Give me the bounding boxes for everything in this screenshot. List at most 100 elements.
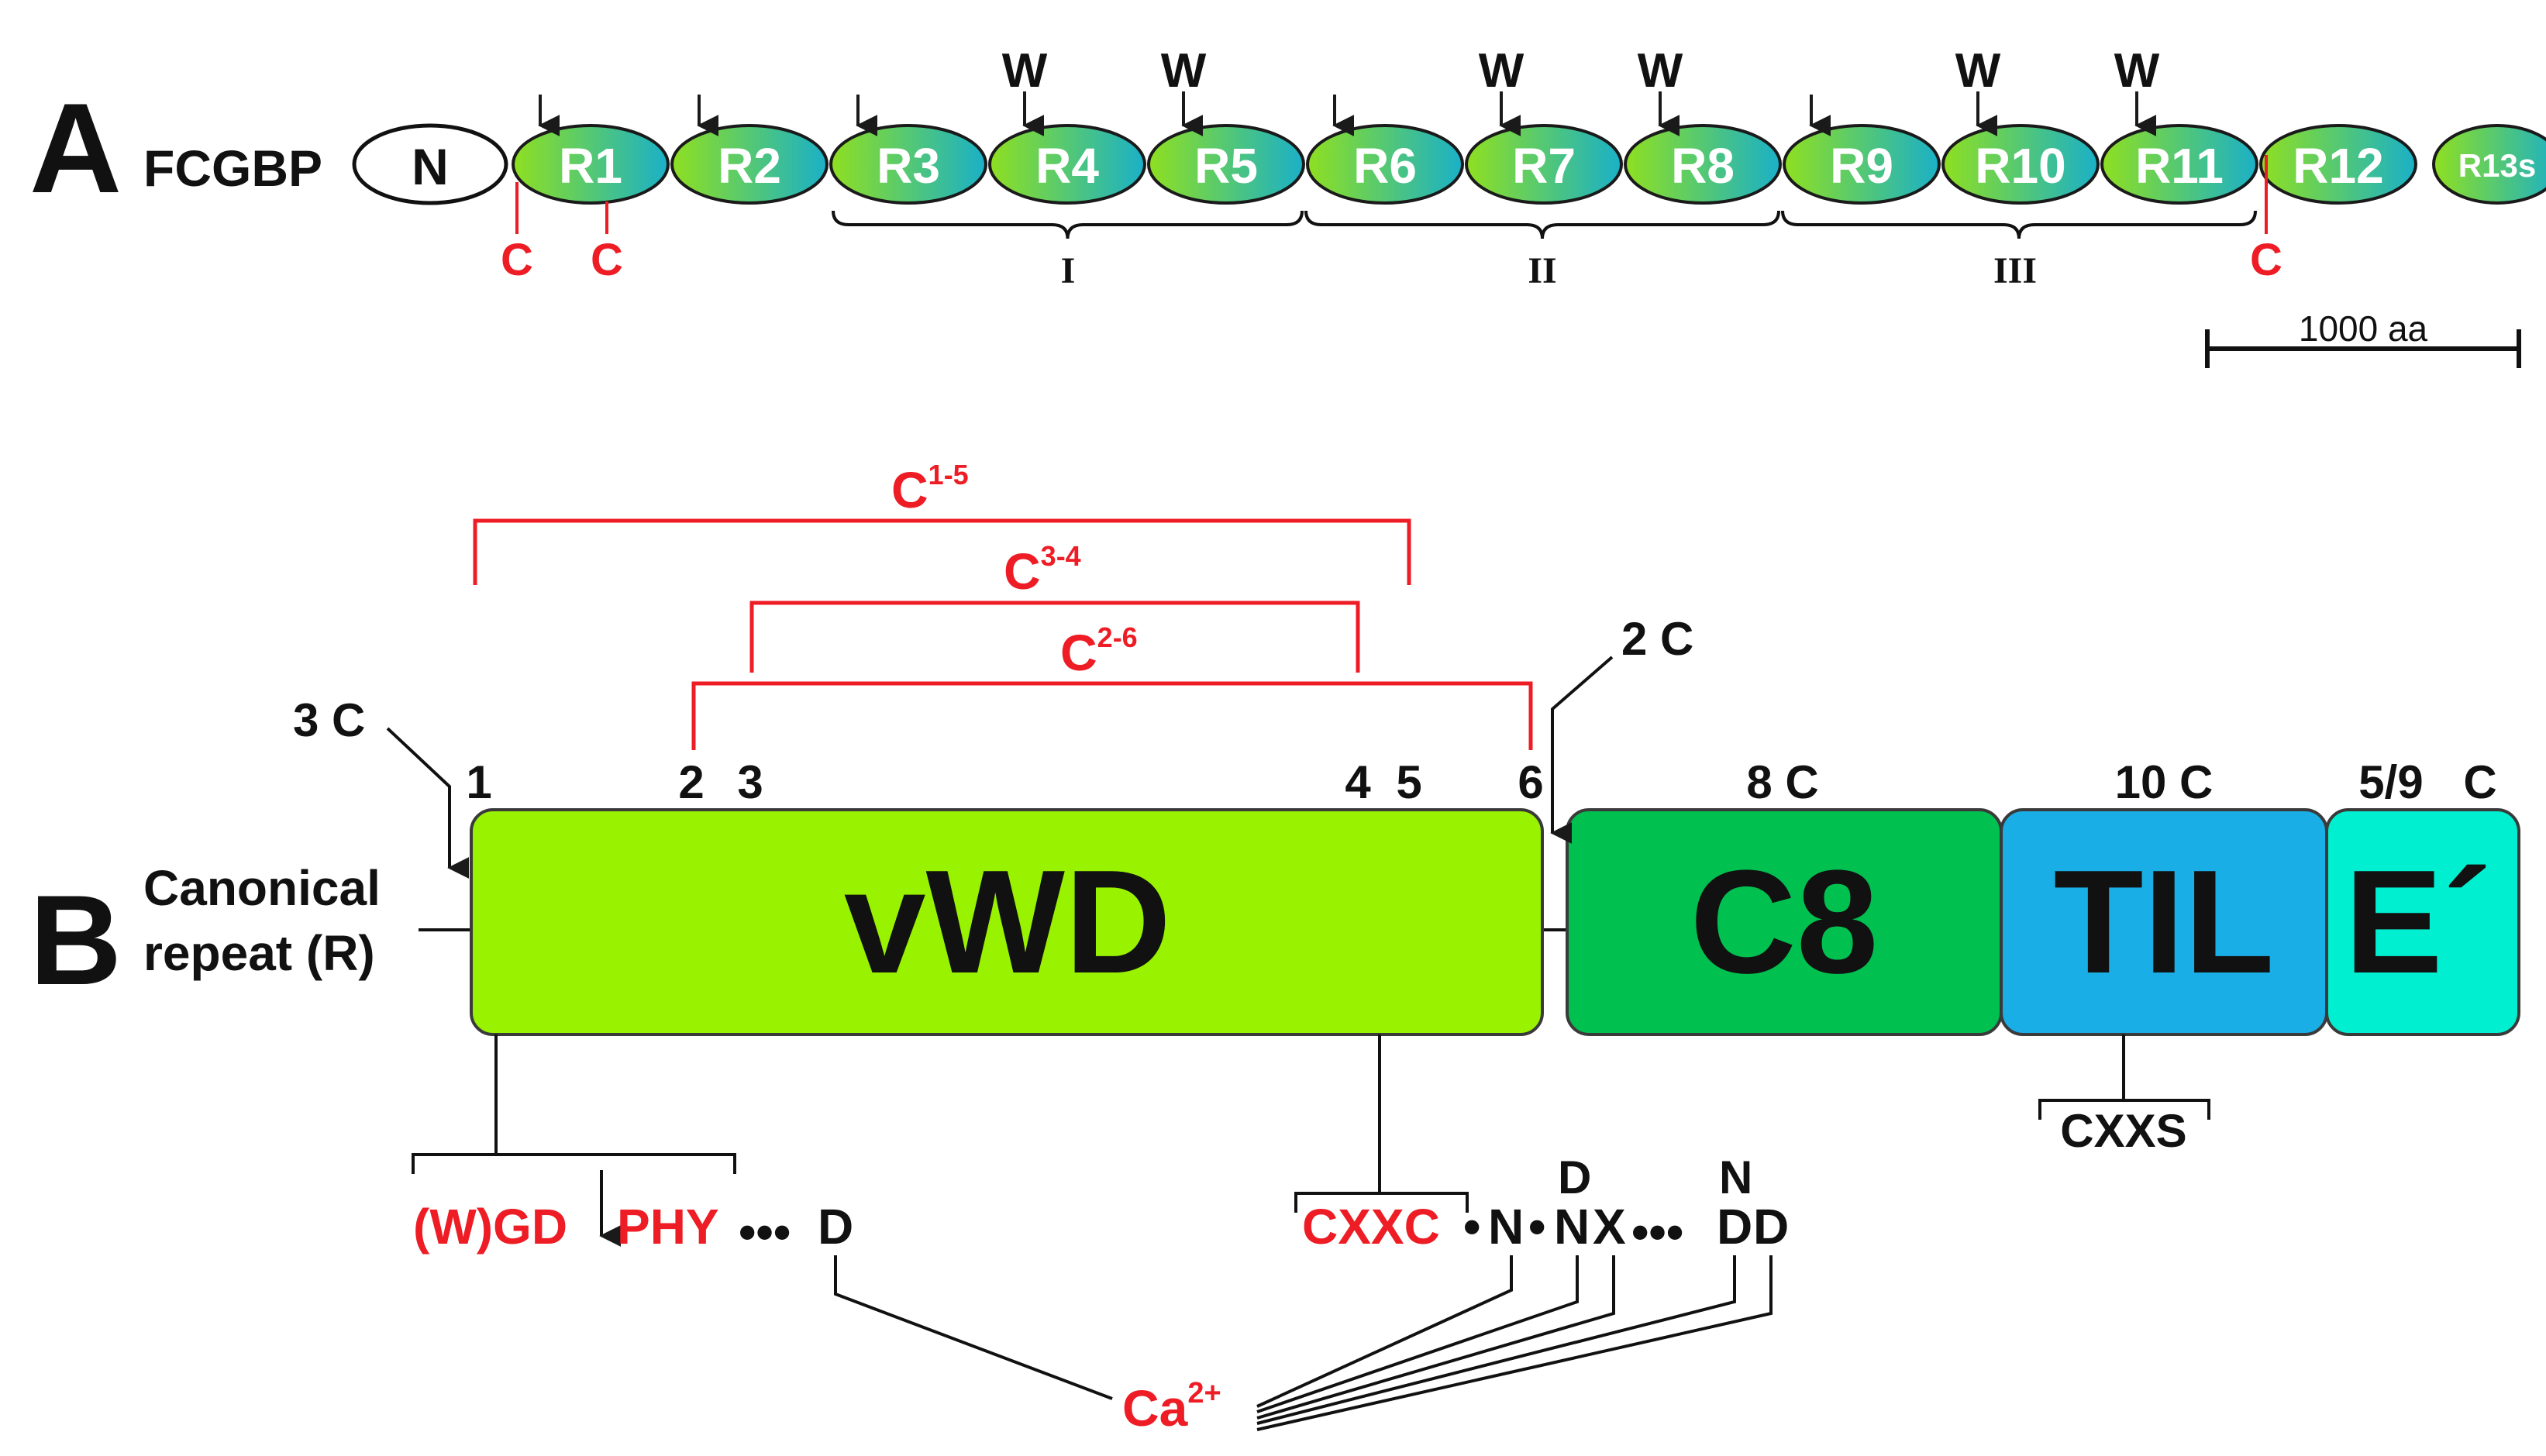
repeat-label-r8: R8 bbox=[1671, 138, 1735, 194]
group-label-i: I bbox=[1061, 250, 1076, 291]
repeat-label-r9: R9 bbox=[1830, 138, 1893, 194]
cys-label-r1b: C bbox=[591, 235, 623, 285]
bridge-c-letter-3: C bbox=[1060, 624, 1097, 681]
cys-number-2: 2 bbox=[678, 756, 704, 808]
cys-number-3: 3 bbox=[737, 756, 763, 808]
repeat-r1 bbox=[512, 124, 670, 205]
repeat-r7 bbox=[1465, 124, 1623, 205]
e-cys-count: 5/9 bbox=[2358, 756, 2423, 808]
repeat-label-r1: R1 bbox=[559, 138, 622, 194]
repeat-label-r6: R6 bbox=[1353, 138, 1417, 194]
w-mark-r8: W bbox=[1638, 44, 1683, 98]
two-c-label: 2 C bbox=[1621, 613, 1693, 665]
e-cys-c: C bbox=[2463, 756, 2496, 808]
wgd-bracket bbox=[412, 1153, 736, 1174]
ca-site-n2: N bbox=[1554, 1199, 1590, 1255]
cys-label-r12: C bbox=[2250, 235, 2282, 285]
w-mark-r10: W bbox=[1955, 44, 2001, 98]
bridge-label-c1-c5: C1-5 bbox=[891, 459, 969, 518]
repeat-label-r11: R11 bbox=[2135, 138, 2224, 194]
repeat-group-braces bbox=[832, 210, 2257, 239]
c8-cys-count: 8 C bbox=[1746, 756, 1818, 808]
ca-site-d3: D bbox=[1717, 1199, 1752, 1255]
ca-site-d1: D bbox=[818, 1199, 853, 1255]
two-c-arrow bbox=[1550, 656, 1614, 844]
scale-bar bbox=[2205, 329, 2521, 368]
cys-number-6: 6 bbox=[1518, 756, 1543, 808]
repeat-r4 bbox=[988, 124, 1146, 205]
repeat-r13s bbox=[2432, 124, 2546, 205]
repeat-r12 bbox=[2259, 124, 2417, 205]
bridge-sup-2: 3-4 bbox=[1041, 540, 1081, 572]
motif-cxxc: CXXC bbox=[1302, 1199, 1440, 1255]
bridge-label-c2-c6: C2-6 bbox=[1060, 621, 1138, 681]
repeat-label-r10: R10 bbox=[1975, 138, 2065, 194]
cys-number-5: 5 bbox=[1396, 756, 1421, 808]
repeat-r5 bbox=[1147, 124, 1305, 205]
calcium-coordination-lines bbox=[834, 1255, 1773, 1431]
n-domain-label: N bbox=[412, 138, 449, 195]
cxxc-dot: • bbox=[1463, 1199, 1480, 1255]
repeat-r6 bbox=[1306, 124, 1464, 205]
repeat-label-r12: R12 bbox=[2293, 138, 2383, 194]
repeat-r8 bbox=[1624, 124, 1782, 205]
n-dot: • bbox=[1528, 1199, 1545, 1255]
bridge-c3-c4 bbox=[749, 601, 1360, 673]
repeat-label-line1: Canonical bbox=[143, 860, 381, 916]
repeat-r10 bbox=[1941, 124, 2100, 205]
repeat-label-line2: repeat (R) bbox=[143, 925, 375, 981]
ca-site-d4: D bbox=[1753, 1199, 1789, 1255]
repeat-label-r5: R5 bbox=[1194, 138, 1258, 194]
bridge-c1-c5 bbox=[473, 518, 1411, 585]
repeat-r9 bbox=[1783, 124, 1941, 205]
repeat-r2 bbox=[670, 124, 829, 205]
repeat-label-r4: R4 bbox=[1035, 138, 1099, 194]
repeat-chain: R1 R2 R3 R4 W R5 W R6 R7 W R8 W R9 R10 W R11 W R12 R13s bbox=[512, 44, 2546, 205]
w-mark-r5: W bbox=[1161, 44, 1207, 98]
disulfide-bridges bbox=[473, 518, 1533, 750]
three-c-label: 3 C bbox=[293, 694, 365, 746]
bridge-label-c3-c4: C3-4 bbox=[1004, 540, 1081, 600]
panel-b-letter: B bbox=[29, 869, 122, 1011]
nx-dots: ••• bbox=[1631, 1204, 1683, 1260]
group-label-ii: II bbox=[1528, 250, 1556, 291]
motif-wgd: (W)GD bbox=[413, 1199, 567, 1255]
motif-phy: PHY bbox=[617, 1199, 719, 1255]
repeat-label-r7: R7 bbox=[1512, 138, 1576, 194]
ca-site-n1: N bbox=[1488, 1199, 1524, 1255]
calcium-charge: 2+ bbox=[1187, 1377, 1221, 1410]
til-label: TIL bbox=[2054, 840, 2275, 1004]
cys-number-4: 4 bbox=[1345, 756, 1371, 808]
bridge-sup-1: 1-5 bbox=[928, 459, 969, 490]
vwd-domain bbox=[470, 808, 1544, 1036]
til-cys-count: 10 C bbox=[2115, 756, 2214, 808]
cxxs-bracket bbox=[2038, 1099, 2210, 1120]
ca-site-d2-alt: D bbox=[1558, 1151, 1591, 1203]
brace-group-2 bbox=[1304, 210, 1780, 239]
cys-number-1: 1 bbox=[466, 756, 491, 808]
e-prime-label: E´ bbox=[2344, 840, 2492, 1004]
repeat-r11 bbox=[2100, 124, 2258, 205]
w-mark-r4: W bbox=[1002, 44, 1048, 98]
e-prime-domain bbox=[2325, 808, 2520, 1036]
repeat-label-r13s: R13s bbox=[2458, 147, 2536, 184]
repeat-r3 bbox=[829, 124, 987, 205]
ca-site-n3-alt: N bbox=[1719, 1151, 1752, 1203]
three-c-arrow bbox=[386, 727, 470, 879]
wgd-dots: ••• bbox=[739, 1204, 791, 1260]
w-mark-r7: W bbox=[1479, 44, 1524, 98]
vwd-label: vWD bbox=[844, 840, 1171, 1004]
n-domain bbox=[352, 123, 508, 205]
calcium-ion: Ca bbox=[1122, 1379, 1189, 1437]
w-mark-r11: W bbox=[2114, 44, 2160, 98]
repeat-label-r3: R3 bbox=[877, 138, 940, 194]
panel-a-letter: A bbox=[29, 77, 122, 219]
motif-cxxs: CXXS bbox=[2060, 1105, 2186, 1157]
group-label-iii: III bbox=[1993, 250, 2037, 291]
bridge-c-letter-2: C bbox=[1004, 542, 1041, 600]
repeat-label-r2: R2 bbox=[718, 138, 781, 194]
brace-group-1 bbox=[832, 210, 1304, 239]
bridge-sup-3: 2-6 bbox=[1097, 621, 1138, 653]
